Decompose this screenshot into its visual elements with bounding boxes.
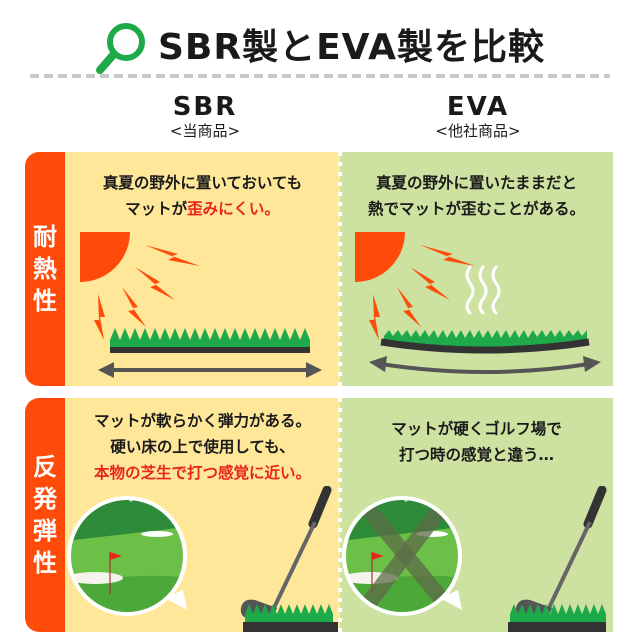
eva-description: 真夏の野外に置いたままだと 熱でマットが歪むことがある。 (340, 170, 613, 222)
label-char: 弾 (33, 517, 57, 545)
section-label: 反 発 弾 性 (25, 398, 65, 632)
column-header-sbr: SBR <当商品> (105, 92, 305, 140)
heat-ray-icons (369, 245, 475, 340)
golf-club-icon (240, 486, 332, 620)
text-line: 打つ時の感覚と違う… (398, 446, 554, 464)
bubble-outline (342, 496, 462, 616)
curved-double-arrow-icon (369, 356, 601, 374)
bubble-tail (440, 590, 462, 610)
page-title: SBR製とEVA製を比較 (158, 27, 545, 68)
sbr-panel: マットが軟らかく弾力がある。 硬い床の上で使用しても、 本物の芝生で打つ感覚に近… (65, 398, 340, 632)
text-line: 真夏の野外に置いたままだと (375, 174, 578, 192)
text-span: マットが (125, 200, 188, 218)
magnifier-icon (96, 23, 145, 74)
bubble-outline (67, 496, 187, 616)
grass-mat-icon (243, 604, 338, 632)
column-subtitle: <他社商品> (435, 122, 521, 140)
sbr-description: マットが軟らかく弾力がある。 硬い床の上で使用しても、 本物の芝生で打つ感覚に近… (65, 408, 340, 486)
text-line: マットが硬くゴルフ場で (391, 420, 562, 438)
highlight-text: 歪みにくい。 (187, 200, 280, 218)
text-line: マットが歪みにくい。 (65, 196, 340, 222)
column-title: SBR (172, 92, 238, 122)
section-resilience: 反 発 弾 性 マットが軟らかく弾力がある。 硬い床の上で使用しても、 本物の芝… (25, 398, 613, 632)
label-char: 性 (33, 549, 57, 577)
sbr-panel: 真夏の野外に置いておいても マットが歪みにくい。 (65, 152, 340, 386)
label-char: 熱 (33, 255, 57, 283)
warped-grass-mat-icon (380, 330, 590, 354)
section-heat-resistance: 耐 熱 性 真夏の野外に置いておいても マットが歪みにくい。 (25, 152, 613, 386)
sun-icon (80, 232, 130, 282)
dotted-divider (30, 74, 610, 78)
golf-course-bubble (69, 498, 185, 614)
text-line: 硬い床の上で使用しても、 (110, 438, 295, 456)
panel-divider (338, 152, 342, 386)
sbr-description: 真夏の野外に置いておいても マットが歪みにくい。 (65, 170, 340, 222)
column-subtitle: <当商品> (169, 122, 241, 140)
label-char: 反 (33, 453, 57, 481)
sun-warped-mat-illustration (355, 232, 601, 374)
eva-description: マットが硬くゴルフ場で 打つ時の感覚と違う… (340, 416, 613, 468)
golf-course-bubble (344, 498, 460, 614)
highlight-text: 本物の芝生で打つ感覚に近い。 (93, 464, 311, 482)
double-arrow-icon (98, 362, 322, 378)
sun-icon (355, 232, 405, 282)
steam-icon (465, 265, 501, 315)
label-char: 耐 (33, 223, 57, 251)
label-char: 発 (33, 485, 57, 513)
section-label: 耐 熱 性 (25, 152, 65, 386)
cross-mark-icon (355, 498, 459, 614)
text-line: 熱でマットが歪むことがある。 (367, 200, 585, 218)
column-title: EVA (446, 92, 510, 122)
text-line: マットが軟らかく弾力がある。 (93, 412, 311, 430)
eva-panel: 真夏の野外に置いたままだと 熱でマットが歪むことがある。 (340, 152, 613, 386)
eva-panel: マットが硬くゴルフ場で 打つ時の感覚と違う… (340, 398, 613, 632)
heat-ray-icons (94, 245, 200, 340)
golf-club-icon (515, 486, 607, 620)
panel-divider (338, 398, 342, 632)
page-title-bar: SBR製とEVA製を比較 (0, 14, 640, 74)
grass-mat-icon (110, 328, 310, 353)
bubble-tail (165, 590, 187, 610)
golf-course-crossed-illustration (342, 486, 607, 632)
label-char: 性 (33, 287, 57, 315)
golf-course-club-illustration (67, 486, 338, 632)
text-line: 真夏の野外に置いておいても (102, 174, 303, 192)
grass-mat-icon (508, 604, 606, 632)
sun-flat-mat-illustration (80, 232, 322, 378)
column-header-eva: EVA <他社商品> (378, 92, 578, 140)
